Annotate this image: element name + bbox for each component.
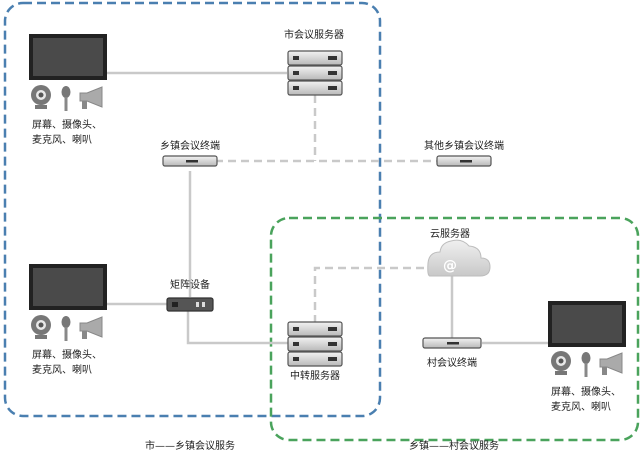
village-terminal-icon — [422, 337, 482, 349]
zone-city-boundary — [3, 1, 382, 418]
zone-town-boundary — [269, 216, 640, 442]
zone-town-caption: 乡镇——村会议服务 — [409, 439, 499, 452]
zone-city-caption: 市——乡镇会议服务 — [145, 439, 235, 452]
screen-monitor — [548, 301, 626, 347]
camera-icon — [31, 315, 51, 339]
av-devices — [31, 315, 103, 341]
devices-caption-line2: 麦克风、喇叭 — [551, 401, 611, 413]
solid-links — [107, 71, 550, 345]
cloud-at-symbol: @ — [443, 258, 457, 274]
label-relay-server: 中转服务器 — [290, 369, 340, 382]
label-city-server: 市会议服务器 — [284, 28, 344, 41]
microphone-icon — [61, 316, 71, 341]
city-server-icon — [287, 50, 343, 96]
matrix-device-icon — [166, 297, 214, 312]
dashed-links — [215, 95, 438, 323]
relay-server-icon — [287, 321, 343, 367]
camera-icon — [551, 351, 571, 375]
label-other-terminals: 其他乡镇会议终端 — [424, 139, 504, 152]
other-terminal-icon — [436, 155, 492, 167]
microphone-icon — [581, 352, 591, 377]
label-matrix: 矩阵设备 — [170, 278, 210, 291]
devices-caption-line1: 屏幕、摄像头、 — [551, 385, 621, 398]
label-town-terminal: 乡镇会议终端 — [160, 139, 220, 152]
screen-monitor — [29, 34, 107, 80]
av-devices — [551, 351, 623, 377]
label-village-terminal: 村会议终端 — [427, 356, 477, 369]
link-relay-cloud — [313, 266, 430, 323]
screen-monitor — [29, 264, 107, 310]
devices-caption-line2: 麦克风、喇叭 — [32, 134, 92, 146]
devices-caption-line2: 麦克风、喇叭 — [32, 364, 92, 376]
microphone-icon — [61, 86, 71, 111]
speaker-icon — [79, 316, 103, 339]
devices-caption-line1: 屏幕、摄像头、 — [32, 348, 102, 361]
link-matrix-relay — [186, 310, 288, 345]
speaker-icon — [599, 352, 623, 375]
speaker-icon — [79, 86, 103, 109]
label-cloud-server: 云服务器 — [430, 227, 470, 240]
cloud-icon: @ — [427, 239, 491, 277]
camera-icon — [31, 85, 51, 109]
town-terminal-icon — [162, 155, 218, 167]
devices-caption-line1: 屏幕、摄像头、 — [32, 118, 102, 131]
av-devices — [31, 85, 103, 111]
